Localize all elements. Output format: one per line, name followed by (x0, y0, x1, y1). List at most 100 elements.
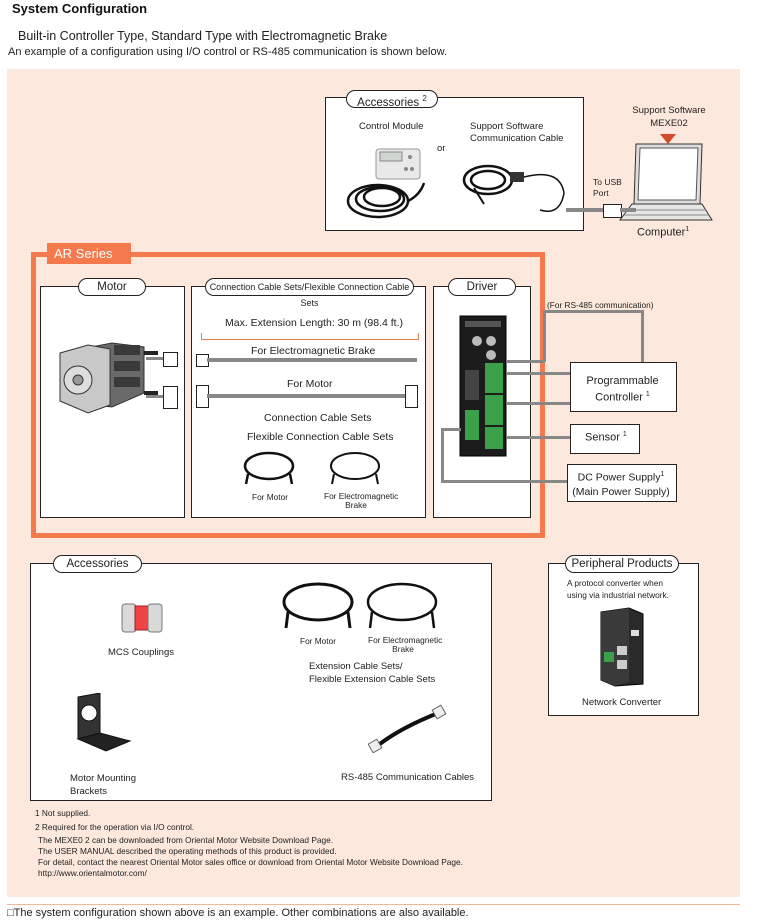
sensor-label-text: Sensor (585, 431, 620, 444)
network-converter-image (600, 607, 644, 687)
dc-power-line (441, 480, 567, 483)
driver-image (459, 315, 507, 457)
note-mark: 1 (685, 226, 690, 233)
brackets-line2: Brackets (70, 786, 107, 797)
peripheral-desc-line1: A protocol converter when (567, 578, 663, 588)
dc-power-box (567, 464, 677, 502)
driver-title: Driver (448, 278, 516, 296)
note-mark: 1 (660, 471, 665, 478)
motor-cable-line (207, 394, 405, 398)
ext-cable-sets-line1: Extension Cable Sets/ (309, 661, 403, 672)
or-label: or (437, 143, 446, 154)
top-accessories-title: Accessories 2 (346, 90, 438, 109)
motor-cable-coil-image (243, 451, 295, 485)
rs485-line-driver (507, 360, 545, 363)
plc-line2: Controller (595, 391, 643, 404)
plc-box (570, 362, 677, 412)
motor-cable-connector-right (405, 385, 418, 408)
note-mark: 1 (622, 431, 627, 438)
ext-for-motor-label: For Motor (300, 636, 336, 646)
support-cable-label: Support Software Communication Cable (470, 121, 563, 145)
motor-power-lead (146, 395, 164, 398)
brake-cable-line (207, 358, 417, 362)
connection-cable-sets-label: Connection Cable Sets (264, 412, 372, 424)
dc-power-link-v (441, 428, 444, 482)
support-software-label: Support Software MEXE02 (624, 104, 714, 130)
ext-cable-sets-line2: Flexible Extension Cable Sets (309, 674, 436, 685)
intro-text: An example of a configuration using I/O … (8, 46, 448, 58)
peripheral-desc: A protocol converter when using via indu… (567, 577, 669, 601)
coupling-image (121, 603, 163, 633)
note-2: 2 Required for the operation via I/O con… (35, 822, 195, 832)
peripheral-title: Peripheral Products (565, 555, 679, 573)
cable-sets-box (191, 286, 426, 518)
rs485-note: (For RS-485 communication) (547, 300, 654, 310)
motor-image (59, 342, 158, 414)
comm-cable-image (462, 164, 565, 212)
footer-rule (7, 904, 740, 905)
note-3: The MEXE0 2 can be downloaded from Orien… (38, 835, 334, 845)
motor-brake-connector (163, 352, 178, 367)
support-cable-line1: Support Software (470, 121, 544, 132)
ext-for-brake-label: For Electromagnetic Brake (368, 635, 443, 654)
plc-line-1 (507, 372, 570, 375)
computer-label-text: Computer (637, 226, 686, 239)
top-accessories-title-text: Accessories (357, 96, 420, 109)
dc-power-link-h (441, 428, 461, 431)
ar-series-tag: AR Series (47, 243, 131, 264)
small-for-brake-line1: For Electromagnetic (324, 491, 399, 501)
motor-title: Motor (78, 278, 146, 296)
dc-power-line2: (Main Power Supply) (572, 485, 670, 498)
usb-port-line2: Port (593, 188, 609, 198)
ext-brake-cable-image (366, 582, 438, 629)
small-for-brake-line2: Brake (345, 500, 367, 510)
laptop-image (619, 143, 713, 221)
max-extension-label: Max. Extension Length: 30 m (98.4 ft.) (225, 317, 404, 329)
usb-cable-line-2 (620, 208, 636, 212)
brake-cable-coil-image (330, 452, 380, 485)
network-converter-label: Network Converter (582, 697, 662, 708)
for-brake-label: For Electromagnetic Brake (251, 345, 376, 357)
sensor-box (570, 424, 640, 454)
note-1: 1 Not supplied. (35, 808, 91, 818)
note-url[interactable]: http://www.orientalmotor.com/ (38, 868, 147, 878)
support-software-line2: MEXE02 (650, 118, 688, 129)
plc-line-2 (507, 402, 570, 405)
brackets-label: Motor Mounting Brackets (70, 772, 136, 798)
rs485-line-v-left (543, 310, 546, 362)
arrow-down-icon (660, 134, 676, 144)
rs485-cables-label: RS-485 Communication Cables (341, 772, 475, 783)
note-5: For detail, contact the nearest Oriental… (38, 857, 463, 867)
note-mark: 2 (422, 94, 427, 103)
dc-power-line1: DC Power Supply (577, 471, 661, 484)
ext-cable-sets-label: Extension Cable Sets/ Flexible Extension… (309, 660, 435, 686)
small-for-brake-label: For Electromagnetic Brake (324, 491, 399, 510)
support-software-line1: Support Software (632, 105, 706, 116)
motor-brake-lead (146, 357, 164, 360)
ext-for-brake-line1: For Electromagnetic (368, 635, 443, 645)
rs485-cable-image (368, 704, 447, 753)
control-module-image (346, 148, 426, 219)
cable-sets-title: Connection Cable Sets/Flexible Connectio… (205, 278, 414, 308)
note-4: The USER MANUAL described the operating … (38, 846, 337, 856)
footer-note: □The system configuration shown above is… (7, 907, 469, 919)
mounting-bracket-image (76, 693, 132, 752)
dc-power-label: DC Power Supply1 (Main Power Supply) (567, 468, 675, 499)
note-mark: 1 (645, 391, 650, 398)
ext-for-brake-line2: Brake (392, 644, 414, 654)
flexible-cable-sets-label: Flexible Connection Cable Sets (247, 431, 394, 443)
plc-line1: Programmable (586, 375, 659, 387)
peripheral-desc-line2: using via industrial network. (567, 590, 669, 600)
usb-cable-line (566, 208, 603, 212)
small-for-motor-label: For Motor (252, 492, 288, 502)
computer-label: Computer1 (637, 226, 689, 239)
plc-label: Programmable Controller 1 (570, 374, 675, 405)
sensor-line (507, 436, 570, 439)
usb-port-label: To USB Port (593, 177, 622, 199)
sensor-label: Sensor 1 (585, 431, 627, 444)
motor-power-connector (163, 386, 178, 409)
ext-motor-cable-image (282, 582, 354, 629)
support-cable-line2: Communication Cable (470, 133, 564, 144)
rs485-line-h (543, 310, 643, 313)
brackets-line1: Motor Mounting (70, 773, 137, 784)
